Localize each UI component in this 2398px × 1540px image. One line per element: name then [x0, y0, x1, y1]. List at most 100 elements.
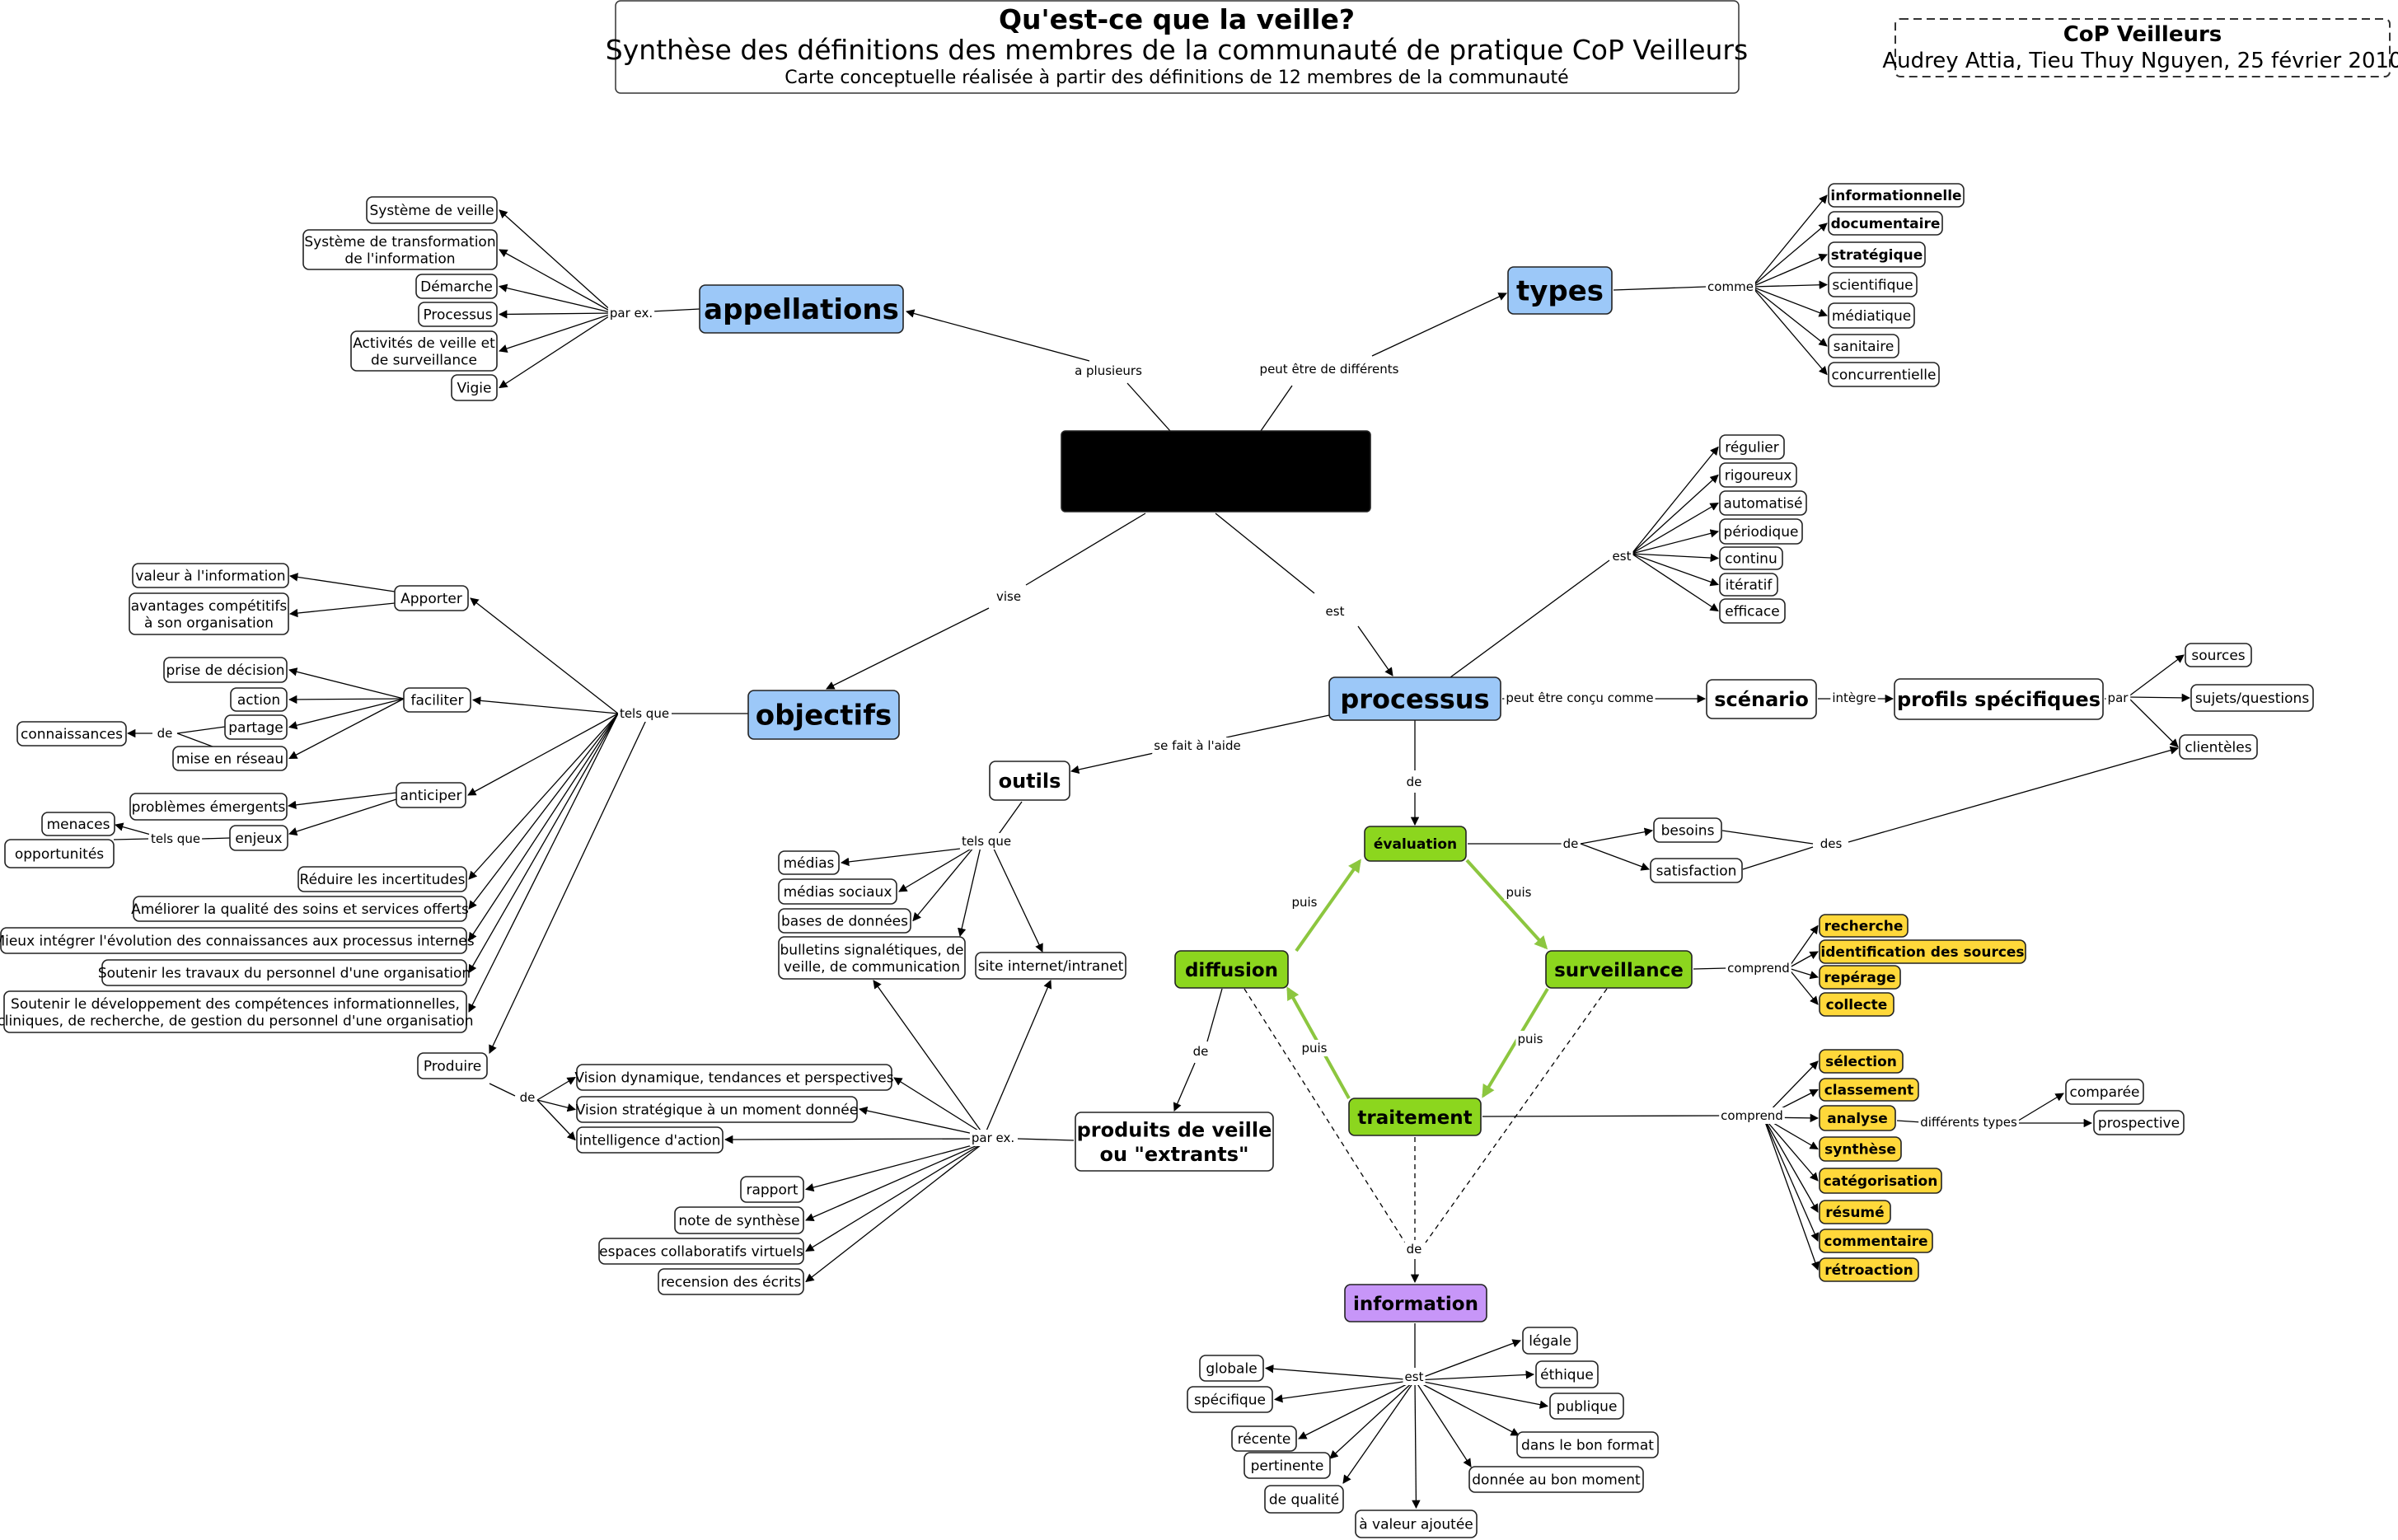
node-label: de qualité [1269, 1492, 1339, 1509]
connector-line [1751, 286, 1828, 317]
link-label: puis [1291, 895, 1317, 910]
node-label: scénario [1714, 688, 1809, 711]
connector-line [1298, 1379, 1416, 1439]
node-box [1828, 241, 1926, 268]
node-label: collecte [1826, 997, 1888, 1013]
connector-line [1631, 553, 1720, 563]
connector-line [176, 733, 213, 747]
node-objectifs: objectifs [747, 690, 900, 740]
node-label: types [1516, 275, 1604, 308]
node-box [403, 687, 471, 713]
node-box [0, 927, 467, 954]
connector-line [114, 822, 152, 836]
node-outils: outils [989, 761, 1070, 801]
node-box [1468, 1466, 1644, 1493]
connector-line [499, 312, 615, 389]
connector-line [1425, 988, 1608, 1243]
node-label: pertinente [1251, 1458, 1324, 1475]
node-label: valeur à l'information [135, 569, 285, 585]
connector-line [1414, 1379, 1472, 1467]
node-box [1174, 950, 1289, 989]
connector-line [1206, 988, 1223, 1042]
node-label: Activités de veille et [353, 335, 495, 352]
link-label-bg [1818, 836, 1844, 852]
link-label-bg [1719, 1107, 1785, 1124]
node-box [2065, 1079, 2144, 1105]
node-box [417, 1052, 488, 1079]
node-label: intelligence d'action [579, 1133, 721, 1149]
node-information: information [1344, 1284, 1487, 1322]
connector-line [1631, 474, 1719, 555]
node-label: à son organisation [144, 615, 274, 631]
connector-line [804, 1141, 986, 1192]
connector-line [1243, 988, 1406, 1243]
title-block: Qu'est-ce que la veille? Synthèse des dé… [606, 0, 2398, 94]
node-box [1719, 573, 1778, 597]
node-processus: processus [1328, 676, 1501, 721]
connector-line [1787, 951, 1819, 969]
node-obj-dev: Soutenir le développement des compétence… [0, 990, 474, 1033]
node-box [101, 959, 467, 986]
node-box [230, 687, 288, 712]
link-label-bg [518, 1089, 537, 1106]
connector-line [489, 718, 648, 1054]
node-label: sélection [1825, 1054, 1897, 1070]
link-label: puis [1301, 1041, 1327, 1056]
node-est-2: rigoureux [1719, 462, 1797, 488]
node-obj-soutenir: Soutenir les travaux du personnel d'une … [98, 959, 471, 986]
link-label: des [1820, 836, 1843, 851]
link-label-bg [607, 305, 655, 321]
node-est-3: automatisé [1719, 490, 1807, 516]
connector-line [1763, 1116, 1819, 1213]
node-label: Processus [423, 307, 492, 324]
node-label: besoins [1661, 823, 1715, 840]
node-label: Apporter [400, 591, 462, 607]
page-title: Qu'est-ce que la veille? [999, 3, 1355, 35]
node-label: médias sociaux [784, 884, 892, 901]
node-trait-7: commentaire [1819, 1229, 1933, 1253]
connector-line [2127, 654, 2185, 698]
link-label: est [1326, 604, 1345, 619]
node-trait-5: catégorisation [1819, 1168, 1942, 1194]
connector-line [1126, 382, 1171, 432]
link-label-bg [1403, 1369, 1426, 1385]
node-surveillance: surveillance [1545, 950, 1693, 989]
link-label: puis [1506, 885, 1531, 900]
credits-org: CoP Veilleurs [2063, 22, 2222, 47]
node-obj-produire: Produire [417, 1052, 488, 1079]
connector-line [2127, 693, 2191, 703]
node-prospective: prospective [2093, 1110, 2185, 1135]
node-type-2: documentaire [1828, 211, 1943, 236]
node-label: Démarche [420, 279, 493, 296]
node-info-1: globale [1199, 1355, 1264, 1382]
link-label-bg [1504, 690, 1656, 706]
node-obj-enjeux: enjeux [229, 825, 288, 851]
node-box [576, 1064, 892, 1091]
node-label: Vigie [457, 381, 492, 397]
connector-line [1751, 194, 1828, 288]
node-box [778, 936, 966, 980]
connector-line [536, 1076, 576, 1101]
link-label-bg [994, 588, 1023, 605]
node-box [302, 229, 498, 270]
node-box [576, 1126, 724, 1154]
connector-line [471, 696, 619, 714]
node-box [989, 761, 1070, 801]
link-label-bg [1706, 279, 1755, 295]
node-box [1819, 939, 2026, 964]
link-label-bg [1300, 1040, 1329, 1056]
connector-line [287, 792, 397, 810]
connector-line [1465, 859, 1548, 950]
node-label: La veille [1089, 441, 1344, 504]
node-box [4, 839, 115, 868]
node-label: prise de décision [166, 662, 285, 679]
node-trait-1: sélection [1819, 1049, 1904, 1074]
connector-line [1787, 967, 1819, 980]
node-obj-menaces: menaces [41, 812, 115, 836]
node-app-6: Vigie [451, 374, 498, 401]
node-surv-2: identification des sources [1819, 939, 2026, 964]
node-trait-4: synthèse [1819, 1136, 1902, 1162]
